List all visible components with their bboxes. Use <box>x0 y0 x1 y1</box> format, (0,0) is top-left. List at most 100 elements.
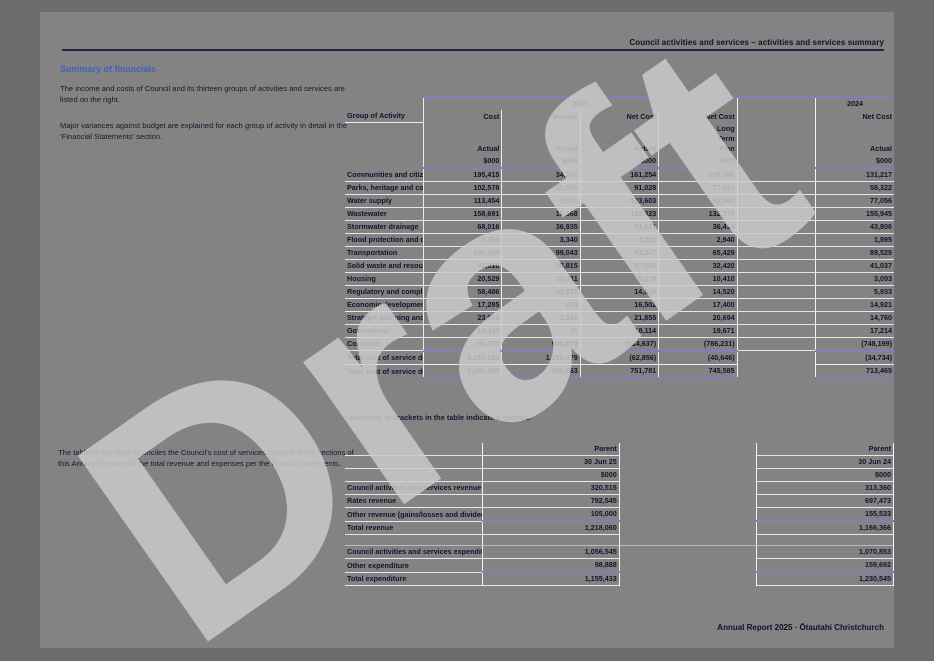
activity-row: Communities and citizens195,41534,161161… <box>345 167 894 182</box>
column-header: Net Cost <box>658 110 738 123</box>
income-value: 9,851 <box>501 194 581 208</box>
ltp-net-cost-value: 10,410 <box>658 272 738 286</box>
column-subheader: Actual <box>501 122 581 155</box>
prior-net-cost-value: 155,945 <box>815 207 894 221</box>
net-cost-value: 3,116 <box>579 233 659 247</box>
ltp-net-cost-value: 93,582 <box>658 194 738 208</box>
summary-row: Council activities and services expendit… <box>345 545 894 559</box>
year-2025-label: 2025 <box>422 96 738 110</box>
unit-label: $000 <box>815 154 894 169</box>
unit-label: $000 <box>658 154 738 169</box>
unit-label: $000 <box>481 468 620 482</box>
summary-row: Other revenue (gains/losses and dividend… <box>345 507 894 522</box>
unit-label: $000 <box>422 154 502 169</box>
column-subheader: Actual <box>815 122 894 155</box>
activity-name: Wastewater <box>345 207 424 221</box>
ltp-net-cost-value: 19,671 <box>658 324 738 338</box>
cost-value: 94,337 <box>422 337 502 351</box>
summary-label: Other expenditure <box>345 558 483 573</box>
net-cost-value: 93,247 <box>579 246 659 260</box>
income-value: 3,340 <box>501 233 581 247</box>
summary-col-header: 30 Jun 24 <box>755 455 894 469</box>
net-cost-value: 139,823 <box>579 207 659 221</box>
prior-net-cost-value: 43,806 <box>815 220 894 234</box>
ltp-net-cost-value: 2,940 <box>658 233 738 247</box>
ltp-net-cost-value: 132,778 <box>658 207 738 221</box>
summary-row: Council activities and services revenue … <box>345 481 894 495</box>
total-label: Total cost of service delivery (excl Cor… <box>347 366 423 376</box>
value-2024: 1,070,853 <box>755 545 894 559</box>
cost-value: 192,290 <box>422 246 502 260</box>
summary-label: Council activities and services revenue … <box>345 481 483 495</box>
group-of-activity-header: Group of Activity <box>345 110 424 123</box>
value-2024: 1,166,366 <box>755 520 894 535</box>
net-cost-value: 16,502 <box>579 298 659 312</box>
summary-header-row: 30 Jun 25 30 Jun 24 <box>345 455 894 469</box>
ltp-net-cost-value: 36,414 <box>658 220 738 234</box>
intro-paragraph-2: Major variances against budget are expla… <box>60 121 348 142</box>
total-row: Total cost of service delivery1,155,6231… <box>345 349 894 365</box>
value-2024: 159,692 <box>755 558 894 573</box>
cost-value: 58,486 <box>422 285 502 299</box>
prior-net-cost-value: 89,529 <box>815 246 894 260</box>
income-value: 783 <box>501 298 581 312</box>
value-2024: 1,230,545 <box>755 571 894 586</box>
cost-value: 195,415 <box>422 167 502 182</box>
summary-label: Total expenditure <box>345 572 483 586</box>
income-value: 43,927 <box>501 285 581 299</box>
report-page: Council activities and services – activi… <box>40 12 894 648</box>
prior-net-cost-value: 5,933 <box>815 285 894 299</box>
unit-row: $000$000$000$000$000 <box>345 154 894 169</box>
reconciliation-paragraph: The table on the right reconciles the Co… <box>58 448 354 469</box>
value-2024: 155,533 <box>755 507 894 522</box>
activity-name: Communities and citizens <box>345 167 424 182</box>
ltp-net-cost-value: 20,694 <box>658 311 738 325</box>
net-cost-value: 5,218 <box>579 272 659 286</box>
value-2025: 792,545 <box>481 494 620 508</box>
activity-name: Strategic planning and policy <box>345 311 424 325</box>
activity-row: Regulatory and compliance58,48643,92714,… <box>345 285 894 299</box>
net-cost-value: 161,254 <box>579 167 659 182</box>
header-rule <box>62 49 884 51</box>
summary-unit-row: $000 $000 <box>345 468 894 482</box>
value-2025: 105,000 <box>481 507 620 522</box>
net-cost-value: 21,855 <box>579 311 659 325</box>
summary-label: Other revenue (gains/losses and dividend… <box>345 507 483 522</box>
income-value: 25,815 <box>501 259 581 273</box>
cost-value: 6,456 <box>422 233 502 247</box>
activity-row: Solid waste and resource recovery62,9102… <box>345 259 894 273</box>
prior-net-cost-value: 58,322 <box>815 181 894 195</box>
income-value: 99,043 <box>501 246 581 260</box>
cost-value: 23,098 <box>422 311 502 325</box>
column-header: Net Cost <box>579 110 659 123</box>
prior-net-cost-value: 14,760 <box>815 311 894 325</box>
unit-label: $000 <box>501 154 581 169</box>
intro-paragraph-1: The income and costs of Council and its … <box>60 84 345 105</box>
spacer-row <box>345 534 894 546</box>
ltp-net-cost-value: (786,231) <box>658 337 738 351</box>
value-2024: 313,360 <box>755 481 894 495</box>
summary-col-header: 30 Jun 25 <box>481 455 620 469</box>
unit-label: $000 <box>755 468 894 482</box>
total-row: Total cost of service delivery (excl Cor… <box>347 364 894 379</box>
value-2025: 98,888 <box>481 558 620 573</box>
cost-value: 20,529 <box>422 272 502 286</box>
prior-net-cost-value: 77,056 <box>815 194 894 208</box>
cost-value: 68,016 <box>422 220 502 234</box>
value-2025: 1,155,433 <box>481 571 620 586</box>
prior-net-cost-value: (748,199) <box>815 337 894 351</box>
